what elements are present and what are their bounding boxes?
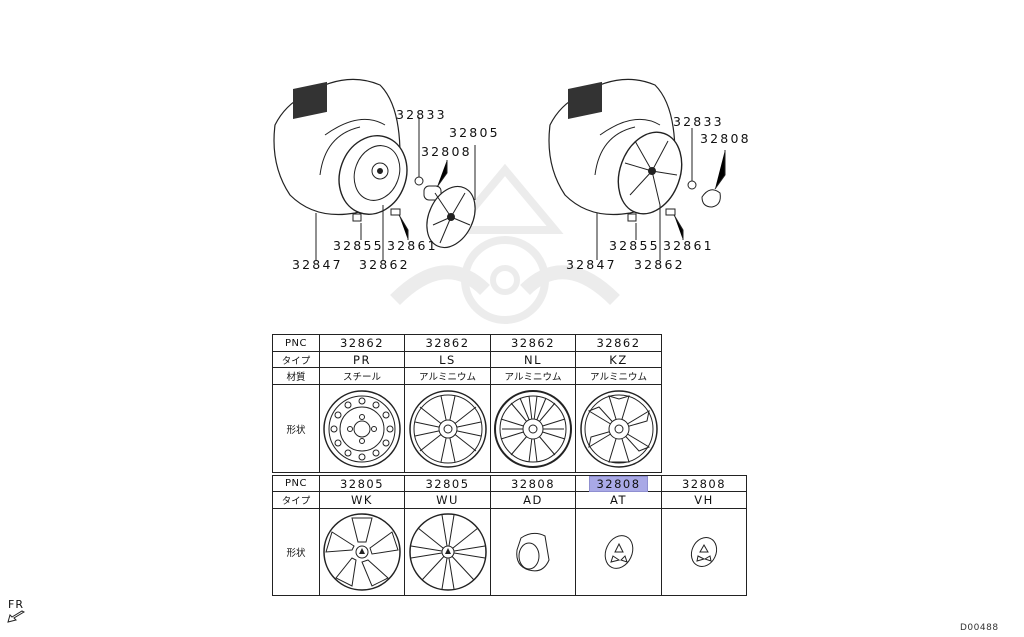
wheel-type-table: PNC 32862 32862 32862 32862 タイプ PR LS NL… (272, 334, 662, 473)
callout-32808-right[interactable]: 32808 (700, 131, 751, 146)
material-header: 材質 (272, 367, 320, 385)
pnc-cell[interactable]: 32862 (404, 334, 491, 352)
callout-32833-right[interactable]: 32833 (673, 114, 724, 129)
material-cell: スチール (319, 367, 405, 385)
type-cell: LS (404, 351, 491, 368)
pnc-cell[interactable]: 32862 (490, 334, 576, 352)
wheel-cover-wu-icon (408, 513, 487, 591)
shape-cell (319, 384, 405, 473)
pnc-highlight[interactable]: 32808 (589, 475, 648, 492)
shape-cell (661, 508, 747, 596)
pnc-header: PNC (272, 475, 320, 492)
center-cap-ad-icon (516, 532, 550, 572)
material-cell: アルミニウム (490, 367, 576, 385)
type-row: タイプ PR LS NL KZ (272, 351, 662, 368)
shape-cell (404, 508, 491, 596)
front-label: FR (8, 598, 24, 611)
arrow-down-left-icon (7, 610, 26, 623)
cover-cap-table: PNC 32805 32805 32808 32808 32808 タイプ WK… (272, 475, 747, 596)
shape-row: 形状 (272, 384, 662, 473)
type-cell: AT (575, 491, 662, 509)
callout-32855-left[interactable]: 32855 (333, 238, 384, 253)
pnc-cell[interactable]: 32808 (490, 475, 576, 492)
type-cell: VH (661, 491, 747, 509)
callout-32861-left[interactable]: 32861 (387, 238, 438, 253)
front-direction-indicator: FR (7, 598, 26, 623)
pnc-cell[interactable]: 32805 (319, 475, 405, 492)
type-cell: AD (490, 491, 576, 509)
alloy-wheel-nl-icon (494, 389, 572, 468)
pnc-header: PNC (272, 334, 320, 352)
type-header: タイプ (272, 351, 320, 368)
shape-cell (319, 508, 405, 596)
alloy-wheel-kz-icon (579, 389, 658, 468)
type-cell: PR (319, 351, 405, 368)
callout-32862-right[interactable]: 32862 (634, 257, 685, 272)
pnc-cell[interactable]: 32805 (404, 475, 491, 492)
pnc-row: PNC 32862 32862 32862 32862 (272, 334, 662, 352)
type-cell: KZ (575, 351, 662, 368)
callout-32862-left[interactable]: 32862 (359, 257, 410, 272)
type-header: タイプ (272, 491, 320, 509)
callout-32805-left[interactable]: 32805 (449, 125, 500, 140)
wheel-cover-wk-icon (323, 513, 401, 591)
pnc-cell[interactable]: 32862 (575, 334, 662, 352)
shape-cell (490, 508, 576, 596)
shape-cell (490, 384, 576, 473)
material-cell: アルミニウム (404, 367, 491, 385)
pnc-cell[interactable]: 32808 (661, 475, 747, 492)
shape-row: 形状 (272, 508, 747, 596)
shape-cell (575, 384, 662, 473)
callout-32855-right[interactable]: 32855 (609, 238, 660, 253)
material-cell: アルミニウム (575, 367, 662, 385)
shape-cell (575, 508, 662, 596)
right-wheel-assembly-drawing (548, 78, 726, 260)
pnc-cell[interactable]: 32862 (319, 334, 405, 352)
material-row: 材質 スチール アルミニウム アルミニウム アルミニウム (272, 367, 662, 385)
pnc-cell-highlighted[interactable]: 32808 (575, 475, 662, 492)
callout-32847-right[interactable]: 32847 (566, 257, 617, 272)
shape-cell (404, 384, 491, 473)
left-wheel-assembly-drawing (273, 78, 476, 260)
callout-32833-left[interactable]: 32833 (396, 107, 447, 122)
diagram-code: D00488 (960, 623, 999, 633)
type-row: タイプ WK WU AD AT VH (272, 491, 747, 509)
alloy-wheel-ls-icon (408, 389, 487, 468)
pnc-row: PNC 32805 32805 32808 32808 32808 (272, 475, 747, 492)
type-cell: NL (490, 351, 576, 368)
type-cell: WK (319, 491, 405, 509)
callout-32808-left[interactable]: 32808 (421, 144, 472, 159)
type-cell: WU (404, 491, 491, 509)
center-cap-vh-icon (690, 536, 718, 568)
center-cap-at-icon (604, 535, 633, 569)
watermark-emblem-icon (390, 163, 620, 324)
callout-32861-right[interactable]: 32861 (663, 238, 714, 253)
shape-header: 形状 (272, 508, 320, 596)
shape-header: 形状 (272, 384, 320, 473)
callout-32847-left[interactable]: 32847 (292, 257, 343, 272)
steel-wheel-icon (323, 389, 401, 468)
